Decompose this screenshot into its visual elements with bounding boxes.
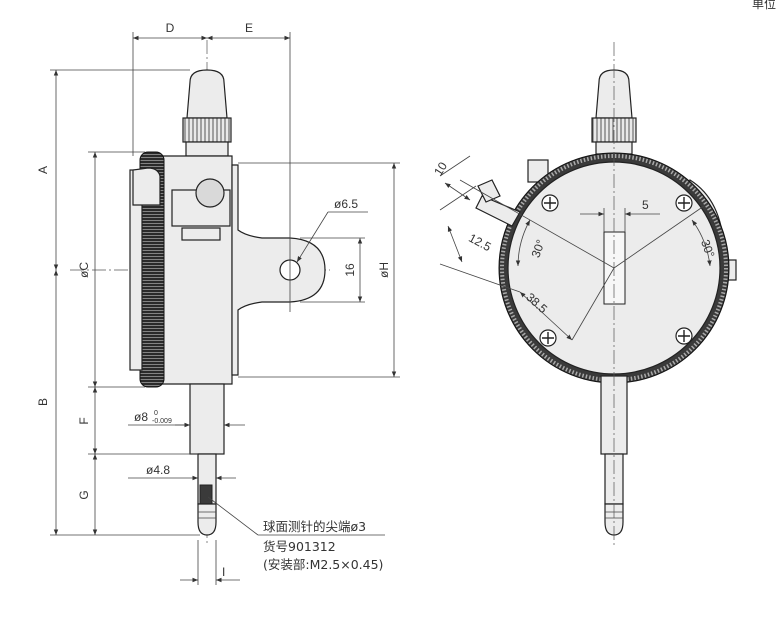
dim-stem-dia: ø8 xyxy=(134,410,148,424)
dim-spindle-dia: ø4.8 xyxy=(146,463,170,477)
cap-knurl xyxy=(182,117,232,143)
dim-hole-dia: ø6.5 xyxy=(334,197,358,211)
cap-collar xyxy=(185,141,229,157)
dim-e: E xyxy=(245,21,253,35)
callout-line-3: (安装部:M2.5×0.45) xyxy=(263,557,383,572)
angle-left: 30° xyxy=(529,238,548,260)
dim-d: D xyxy=(166,21,175,35)
dim-stem-tol-lower: -0.009 xyxy=(152,418,172,425)
dim-h: øH xyxy=(377,262,391,278)
spindle-flat xyxy=(199,484,213,506)
front-limit-head xyxy=(477,179,501,203)
dim-b: B xyxy=(36,398,50,406)
dim-5: 5 xyxy=(642,198,649,212)
stem xyxy=(189,383,225,455)
limit-clip xyxy=(132,167,161,206)
dim-10: 10 xyxy=(431,159,450,178)
callout-line-1: 球面测针的尖端ø3 xyxy=(263,519,366,534)
contact-point xyxy=(197,503,217,536)
callout-line-2: 货号901312 xyxy=(263,539,336,554)
front-limit-arm xyxy=(475,195,521,227)
dim-f: F xyxy=(77,417,91,424)
dim-16: 16 xyxy=(343,263,357,277)
front-view: 30° 30° 10 12.5 38.5 5 xyxy=(431,42,737,545)
corner-unit-label: 单位 xyxy=(752,0,776,11)
angle-right: 30° xyxy=(698,238,717,260)
dim-c: øC xyxy=(77,262,91,278)
side-view: D E A B øC F G øH 16 ø6.5 xyxy=(36,21,400,585)
dim-12-5: 12.5 xyxy=(466,231,493,254)
dim-stem-tol-upper: 0 xyxy=(154,410,158,417)
back-lug xyxy=(231,164,326,376)
dim-i: I xyxy=(222,565,225,579)
clamp-foot xyxy=(181,227,221,241)
cap-top xyxy=(186,69,228,119)
dim-g: G xyxy=(77,490,91,499)
dim-a: A xyxy=(36,166,50,174)
clamp-screw xyxy=(195,178,225,208)
